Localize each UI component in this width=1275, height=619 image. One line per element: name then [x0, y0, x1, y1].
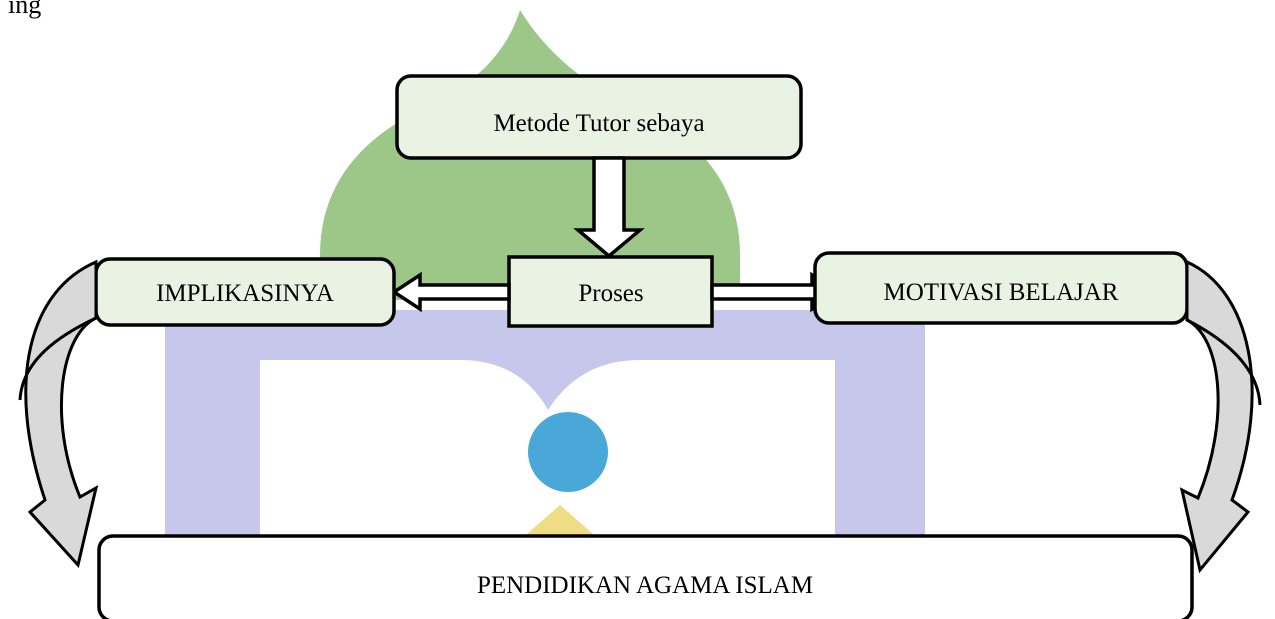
center-box-label: Proses	[578, 280, 643, 307]
left-box-label: IMPLIKASINYA	[156, 280, 334, 307]
bottom-box: PENDIDIKAN AGAMA ISLAM	[97, 534, 1194, 619]
right-curved-arrow	[1179, 259, 1254, 574]
right-box-label: MOTIVASI BELAJAR	[884, 279, 1119, 306]
center-box: Proses	[507, 255, 714, 328]
left-box: IMPLIKASINYA	[94, 257, 396, 327]
top-box-label: Metode Tutor sebaya	[493, 110, 704, 137]
left-arrow	[390, 271, 511, 313]
right-curved-arrow-fold	[1186, 318, 1262, 406]
right-box: MOTIVASI BELAJAR	[813, 251, 1189, 325]
top-box: Metode Tutor sebaya	[395, 74, 803, 160]
watermark-globe	[528, 412, 608, 492]
page-top-text: ing	[8, 0, 42, 19]
bottom-box-label: PENDIDIKAN AGAMA ISLAM	[477, 572, 813, 599]
bottom-box-frame	[97, 534, 1194, 619]
left-curved-arrow	[24, 259, 99, 569]
down-arrow	[573, 156, 645, 259]
left-curved-arrow-fold	[18, 316, 97, 401]
